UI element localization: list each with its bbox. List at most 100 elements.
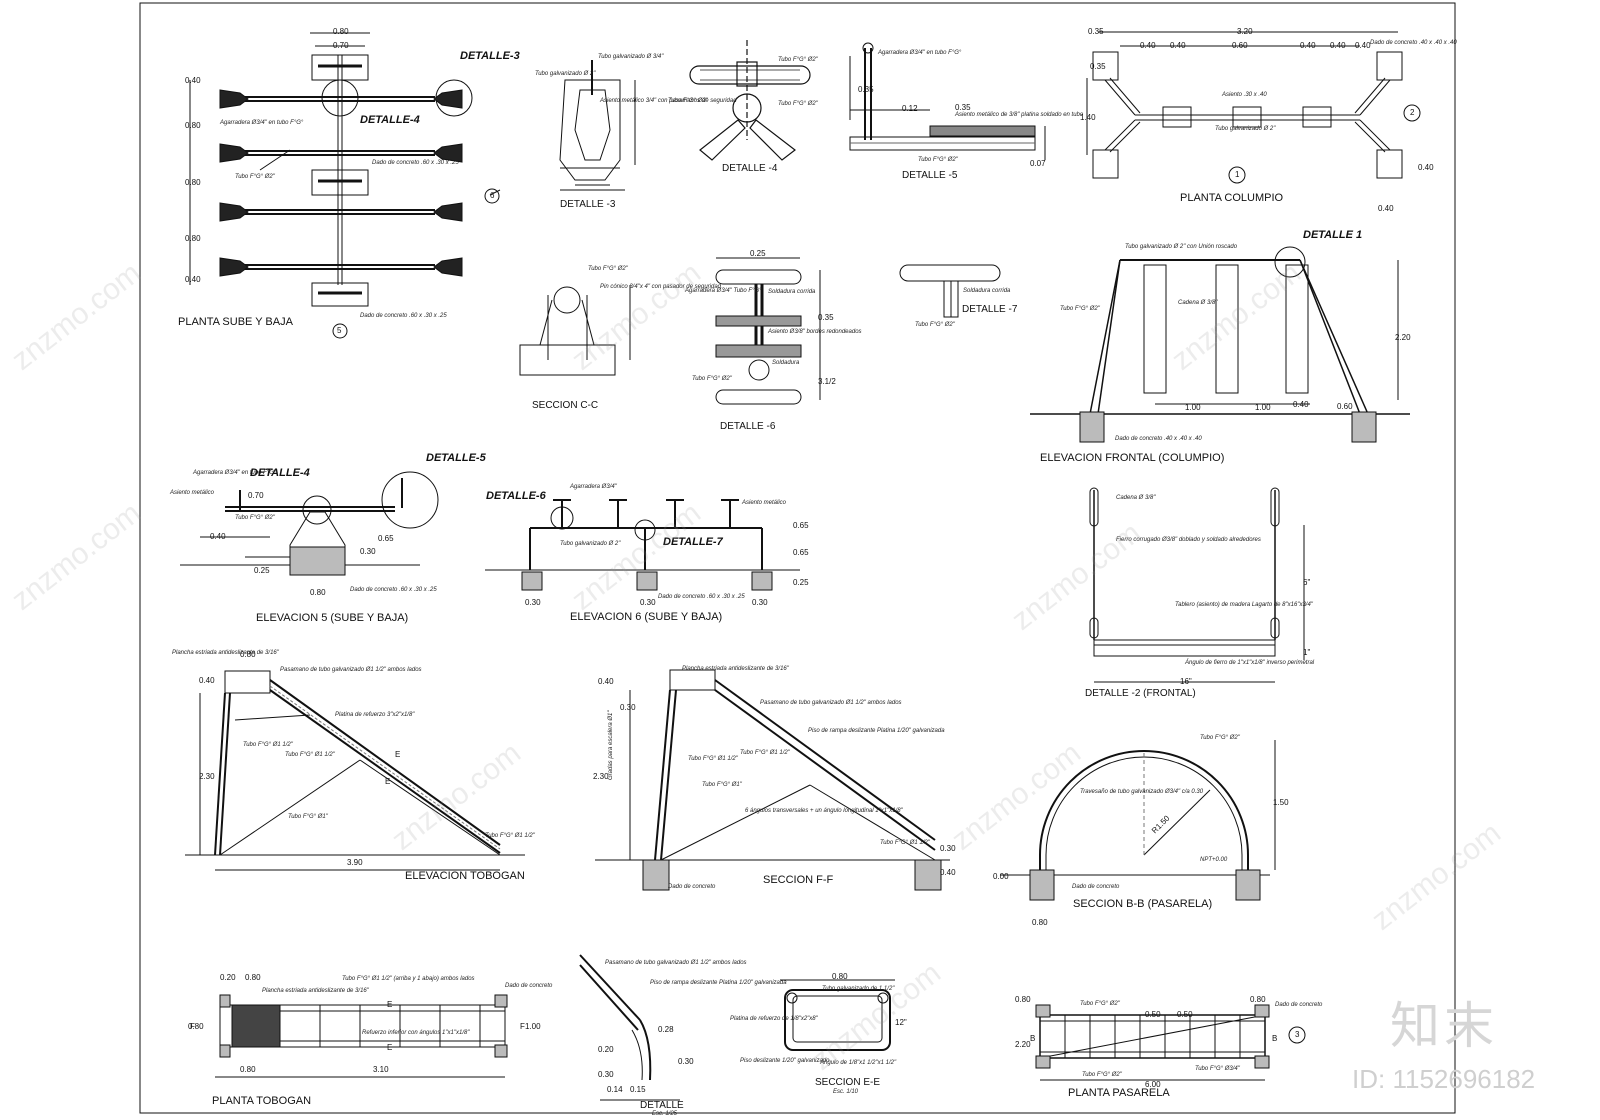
note: Tubo galvanizado Ø 2" con Unión roscado (1125, 244, 1238, 250)
callout-detalle-3: DETALLE-3 (460, 50, 520, 62)
dim: 0.40 (199, 676, 215, 685)
section-mark-e: E (387, 1043, 393, 1052)
note: Soldadura (772, 360, 800, 366)
dim: 0.80 (240, 650, 256, 659)
note: Asiento .30 x .40 (1222, 92, 1267, 98)
dim: 0.40 (1378, 204, 1394, 213)
watermark-logo: 知末 (1390, 997, 1498, 1055)
note: Tubo F°G° Ø1 1/2" (485, 833, 535, 839)
dim: 3.90 (347, 858, 363, 867)
dim: 0.30 (360, 547, 376, 556)
note: Tubo F°G° Ø2" (915, 322, 955, 328)
note: Refuerzo inferior con ángulos 1"x1"x1/8" (362, 1030, 470, 1036)
note: Tubo F°G° Ø1" (288, 814, 328, 820)
note: Tubo F°G° Ø2" (692, 376, 732, 382)
title-planta-pasarela: PLANTA PASARELA (1068, 1087, 1170, 1099)
note: Tubo F°G° Ø2" (918, 157, 958, 163)
title-seccion-bb: SECCION B-B (PASARELA) (1073, 898, 1213, 910)
detalle-slide-drawing (579, 954, 680, 1101)
dim: 0.40 (1300, 41, 1316, 50)
note: Dado de concreto .40 x .40 x .40 (1370, 40, 1457, 46)
note: Soldadura corrida (963, 288, 1011, 294)
elevacion-tobogan-drawing (185, 670, 525, 871)
detalle-7-drawing (899, 264, 1001, 318)
marker-3: 3 (1295, 1030, 1300, 1039)
note: Agarradera Ø3/4" Tubo F°G° (685, 288, 762, 294)
title-seccion-ee: SECCION E-E (815, 1077, 881, 1088)
title-elevacion-frontal: ELEVACION FRONTAL (COLUMPIO) (1040, 452, 1225, 464)
dim: 0.40 (185, 275, 201, 284)
seccion-cc-drawing (519, 285, 631, 376)
note: 6 ángulos transversales + un ángulo long… (745, 808, 903, 814)
title-detalle-2: DETALLE -2 (FRONTAL) (1085, 688, 1196, 699)
note: Dado de concreto .40 x .40 x .40 (1115, 436, 1202, 442)
dim: 3.10 (373, 1065, 389, 1074)
section-mark-e: E (385, 777, 391, 786)
note: Tubo galvanizado de 1 1/2" (822, 986, 895, 992)
dim: 0.60 (1337, 402, 1353, 411)
note: Dado de concreto .60 x .30 x .25 (360, 313, 447, 319)
planta-sube-baja-drawing (189, 32, 501, 339)
note: Pasamano de tubo galvanizado Ø1 1/2" amb… (280, 667, 422, 673)
note: Dado de concreto .60 x .30 x .25 (350, 587, 437, 593)
note: Gradas para escalera Ø1" (608, 710, 614, 781)
dim: 0.80 (1015, 995, 1031, 1004)
note: Tubo F°G° Ø1 1/2" (243, 742, 293, 748)
note: Tubo F°G° Ø2" (235, 174, 275, 180)
dim: 1.00 (1185, 403, 1201, 412)
dim: 0.15 (630, 1085, 646, 1094)
note: Tubo F°G° Ø1 1/2" (688, 756, 738, 762)
title-seccion-cc: SECCION C-C (532, 400, 599, 411)
note: Asiento metálico 3/4" con pasamanos de s… (600, 98, 737, 104)
note: Tubo F°G° Ø2" (778, 101, 818, 107)
dim: 0.40 (1293, 400, 1309, 409)
note: Tubo F°G° Ø2" (1200, 735, 1240, 741)
title-detalle-7: DETALLE -7 (962, 304, 1018, 315)
note: Agarradera Ø3/4" en tubo F°G° (193, 470, 277, 476)
marker-6: 6 (490, 191, 495, 200)
dim: 0.30 (940, 844, 956, 853)
dim: 0.80 (185, 121, 201, 130)
note: Dado de concreto .60 x .30 x .25 (372, 160, 459, 166)
title-planta-tobogan: PLANTA TOBOGAN (212, 1095, 312, 1107)
dim: 2.30 (199, 772, 215, 781)
dim: 0.28 (658, 1025, 674, 1034)
dim: 12" (895, 1018, 907, 1027)
note: Tubo F°G° Ø3/4" (1195, 1066, 1240, 1072)
dim: 1.00 (1255, 403, 1271, 412)
section-mark-f: F (190, 1022, 195, 1031)
dim: 0.80 (185, 234, 201, 243)
note: Dado de concreto (505, 983, 553, 989)
dim: 0.35 (1088, 27, 1104, 36)
note: Plancha estriada antideslizante de 3/16" (262, 988, 369, 994)
dim: 0.25 (750, 249, 766, 258)
note: Pasamano de tubo galvanizado Ø1 1/2" amb… (605, 960, 747, 966)
note: Asiento metálico (170, 490, 215, 496)
dim: 0.80 (832, 972, 848, 981)
dim: 6" (1303, 578, 1311, 587)
dim: 0.12 (902, 104, 918, 113)
elevacion-frontal-drawing (1030, 246, 1410, 443)
section-mark-e: E (395, 750, 401, 759)
note: Travesaño de tubo galvanizado Ø3/4" c/a … (1080, 789, 1204, 795)
note: Tubo galvanizado Ø 3/4" (598, 54, 664, 60)
dim: 0.80 (1250, 995, 1266, 1004)
dim: 0.40 (598, 677, 614, 686)
dim: 0.80 (185, 178, 201, 187)
note: Dado de concreto (1275, 1002, 1323, 1008)
dim: 1.50 (1273, 798, 1289, 807)
dim: 0.35 (858, 85, 874, 94)
dim: 0.30 (640, 598, 656, 607)
title-planta-columpio: PLANTA COLUMPIO (1180, 192, 1284, 204)
note: Tubo galvanizado Ø 2" (535, 71, 596, 77)
dim: 0.30 (752, 598, 768, 607)
dim: 0.20 (598, 1045, 614, 1054)
dim: 1.40 (1080, 113, 1096, 122)
title-seccion-ff: SECCION F-F (763, 874, 834, 886)
dim: 0.80 (310, 588, 326, 597)
dim: 0.30 (525, 598, 541, 607)
note: Tubo F°G° Ø2" (1080, 1001, 1120, 1007)
note: Tubo F°G° Ø2" (1082, 1072, 1122, 1078)
dim: 0.40 (1330, 41, 1346, 50)
